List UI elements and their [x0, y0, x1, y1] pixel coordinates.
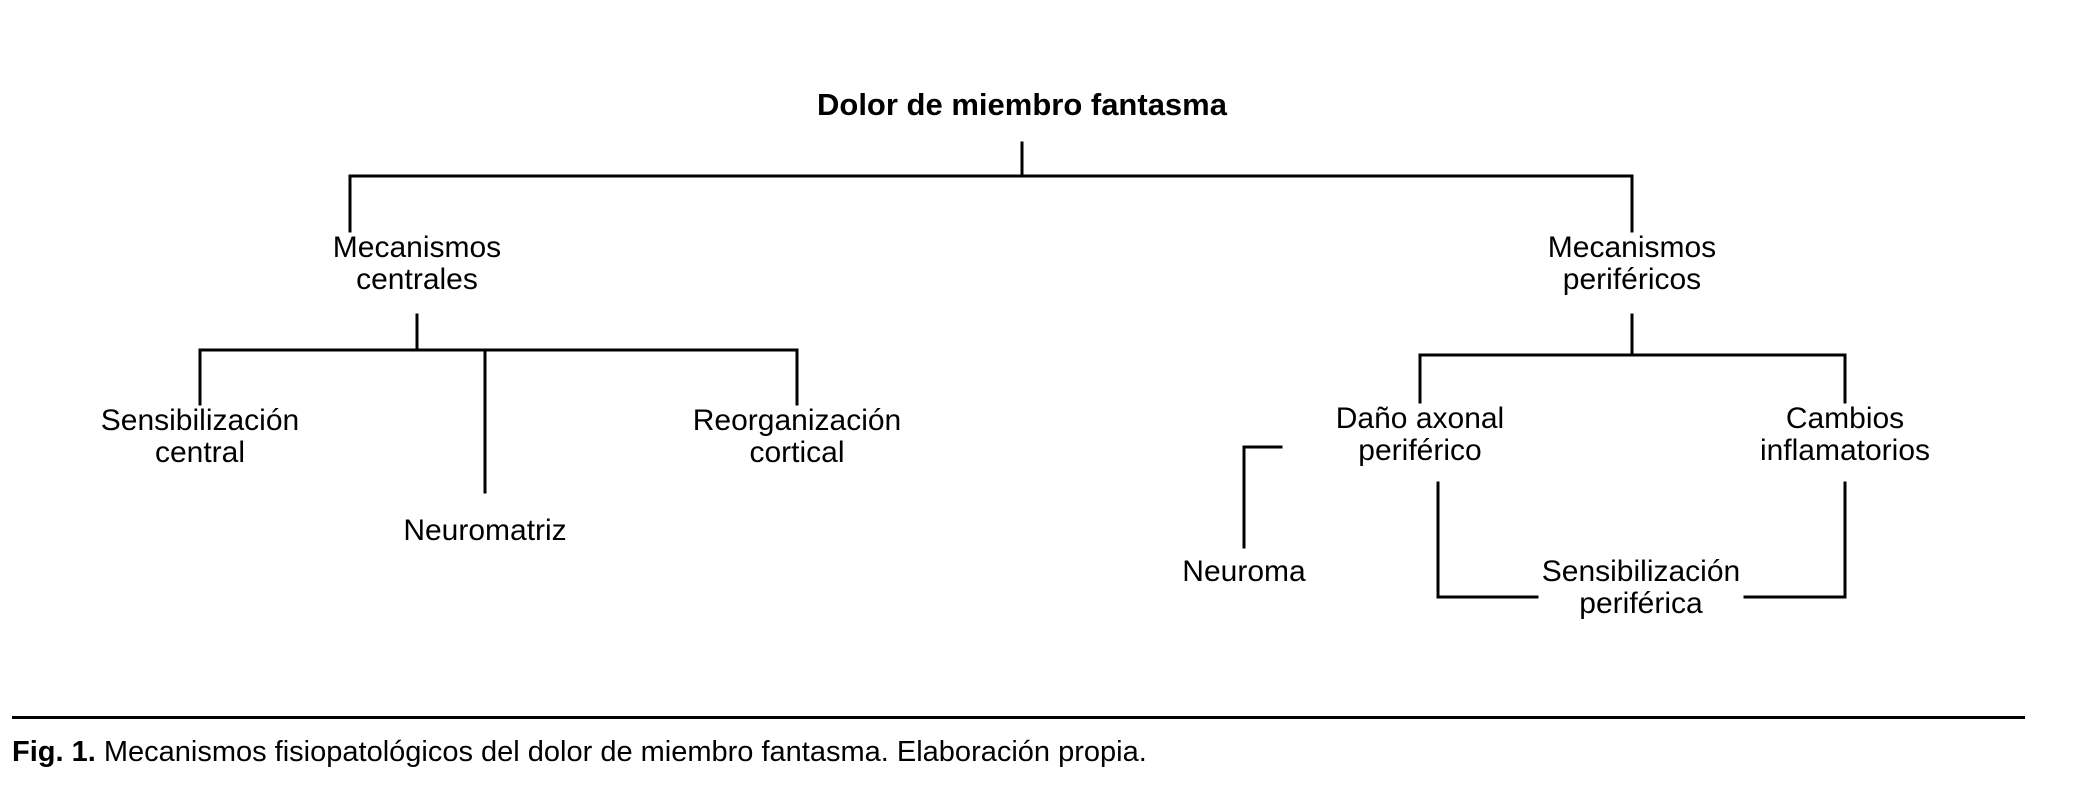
node-root: Dolor de miembro fantasma	[817, 87, 1227, 122]
figure-caption: Fig. 1. Mecanismos fisiopatológicos del …	[12, 736, 1147, 769]
caption-divider	[12, 716, 2025, 719]
node-reorganizacion-cortical: Reorganización cortical	[692, 404, 902, 469]
node-neuroma: Neuroma	[1182, 555, 1306, 588]
edge-dano-to-neuroma	[1242, 445, 1283, 549]
caption-figure-text: Mecanismos fisiopatológicos del dolor de…	[95, 736, 1147, 768]
node-dano-axonal-periferico: Daño axonal periférico	[1335, 402, 1505, 467]
caption-figure-label: Fig. 1.	[12, 736, 96, 768]
edge-dano-to-sensibilizacion-periferica	[1436, 481, 1539, 599]
node-neuromatriz: Neuromatriz	[403, 514, 567, 547]
node-mecanismos-centrales: Mecanismos centrales	[332, 231, 502, 296]
tree-connectors	[198, 141, 1847, 599]
node-mecanismos-perifericos: Mecanismos periféricos	[1547, 231, 1717, 296]
node-sensibilizacion-central: Sensibilización central	[100, 404, 300, 469]
edge-cambios-to-sensibilizacion-periferica	[1743, 481, 1847, 599]
node-cambios-inflamatorios: Cambios inflamatorios	[1759, 402, 1931, 467]
node-sensibilizacion-periferica: Sensibilización periférica	[1541, 555, 1741, 620]
